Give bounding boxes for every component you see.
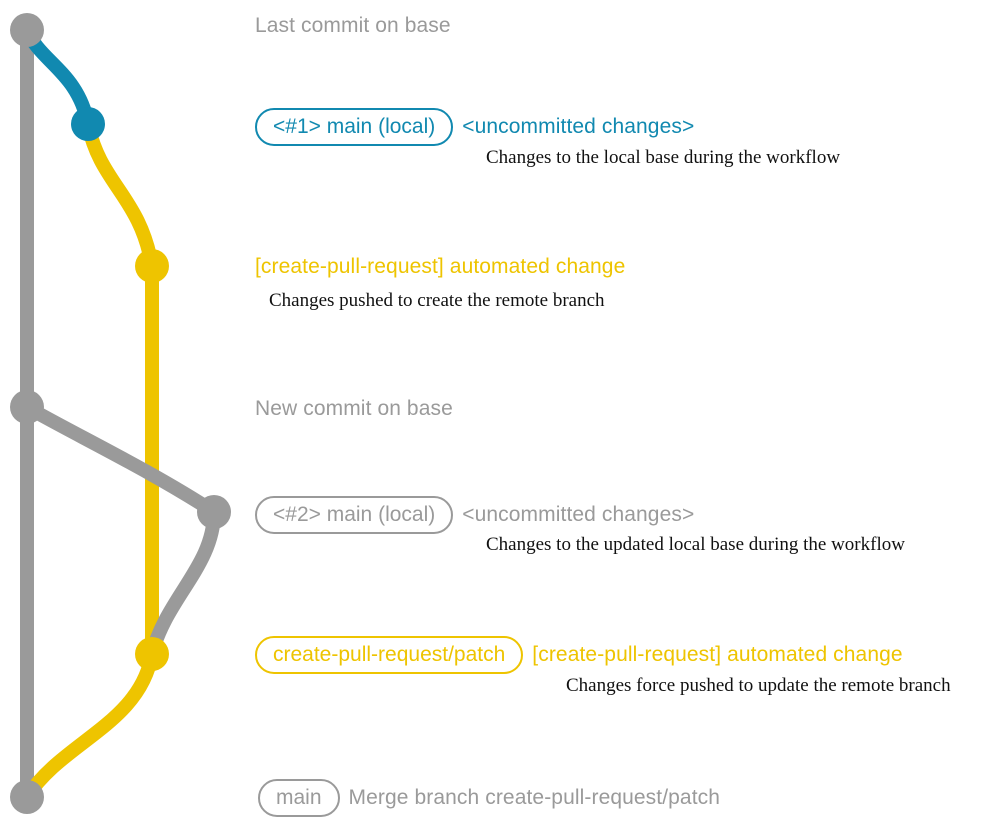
commit-description-local-uncommitted-2: Changes to the updated local base during… <box>486 534 905 555</box>
node-automated-change-1[interactable] <box>135 249 169 283</box>
node-automated-change-2[interactable] <box>135 637 169 671</box>
node-merge-commit[interactable] <box>10 780 44 814</box>
commit-description-local-uncommitted-1: Changes to the local base during the wor… <box>486 147 841 168</box>
commit-row-automated-change-2: create-pull-request/patch [create-pull-r… <box>255 636 903 674</box>
local-merge-line-2 <box>145 505 221 661</box>
local-branch-line-2 <box>20 400 221 519</box>
commit-subject-automated-change-2: [create-pull-request] automated change <box>532 643 903 666</box>
commit-subject-new-commit-on-base: New commit on base <box>255 397 453 420</box>
remote-merge-line <box>20 647 159 804</box>
remote-branch-line-1 <box>81 117 159 273</box>
ref-badge-main-local-2[interactable]: <#2> main (local) <box>255 496 454 534</box>
commit-row-local-uncommitted-1: <#1> main (local) <uncommitted changes> <box>255 108 694 146</box>
ref-badge-main[interactable]: main <box>258 779 340 817</box>
node-last-commit-on-base[interactable] <box>10 13 44 47</box>
ref-badge-main-local-1[interactable]: <#1> main (local) <box>255 108 454 146</box>
ref-badge-create-pull-request-patch[interactable]: create-pull-request/patch <box>255 636 524 674</box>
node-new-commit-on-base[interactable] <box>10 390 44 424</box>
commit-subject-last-commit-on-base: Last commit on base <box>255 14 451 37</box>
commit-subject-automated-change-1: [create-pull-request] automated change <box>255 255 626 278</box>
commit-description-automated-change-2: Changes force pushed to update the remot… <box>566 675 951 696</box>
commit-subject-local-uncommitted-2: <uncommitted changes> <box>462 503 695 526</box>
commit-row-local-uncommitted-2: <#2> main (local) <uncommitted changes> <box>255 496 694 534</box>
commit-subject-merge-commit: Merge branch create-pull-request/patch <box>348 786 721 809</box>
commit-row-merge-commit: main Merge branch create-pull-request/pa… <box>258 779 720 817</box>
node-local-uncommitted-1[interactable] <box>71 107 105 141</box>
node-local-uncommitted-2[interactable] <box>197 495 231 529</box>
commit-subject-local-uncommitted-1: <uncommitted changes> <box>462 115 695 138</box>
commit-description-automated-change-1: Changes pushed to create the remote bran… <box>269 290 605 311</box>
